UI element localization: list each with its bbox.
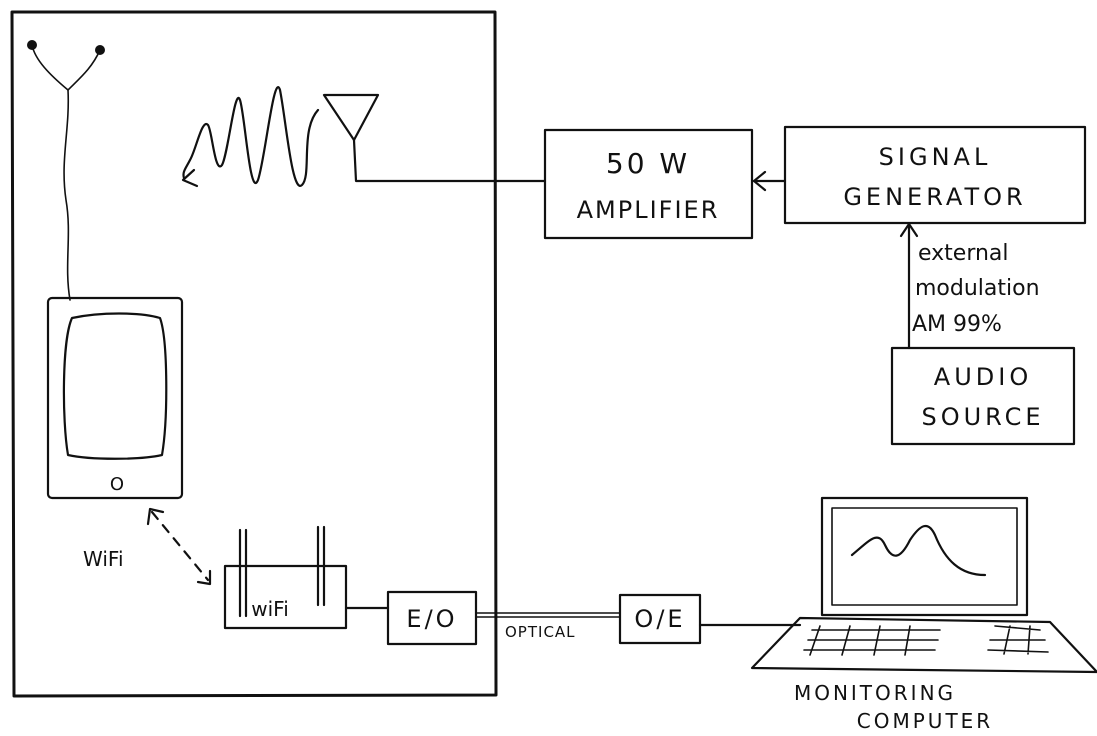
optical-fiber-line	[475, 612, 621, 618]
phone-home-button: O	[110, 474, 124, 495]
enclosure-box	[10, 10, 498, 698]
eo-converter-box: E/O	[386, 590, 478, 646]
audio-source-line1: AUDIO	[934, 363, 1032, 391]
modulation-note-line2: modulation	[915, 276, 1040, 301]
computer-label-line2: COMPUTER	[857, 709, 993, 733]
wifi-label: WiFi	[83, 547, 124, 571]
signal-generator-line2: GENERATOR	[843, 183, 1026, 211]
wave-arrowhead-icon	[181, 168, 199, 188]
router-antenna-right	[316, 525, 326, 607]
modulation-note-line3: AM 99%	[912, 312, 1002, 337]
router-antenna-left	[238, 528, 248, 618]
oe-converter-box: O/E	[618, 593, 702, 645]
wifi-link-dashed	[150, 510, 210, 582]
modulation-note-line1: external	[918, 241, 1009, 266]
signal-generator-box: SIGNAL GENERATOR	[783, 125, 1087, 225]
signal-generator-line1: SIGNAL	[879, 143, 992, 171]
audio-source-box: AUDIO SOURCE	[890, 346, 1076, 446]
amplifier-line1: 50 W	[606, 147, 690, 180]
wifi-router-box: wiFi	[223, 525, 348, 630]
wifi-link-arrowhead-bottom	[196, 569, 212, 586]
oe-label: O/E	[634, 605, 685, 633]
keyboard-grid	[803, 625, 1049, 656]
eo-label: E/O	[406, 605, 457, 633]
audio-source-line2: SOURCE	[921, 403, 1044, 431]
amplifier-line2: AMPLIFIER	[577, 196, 720, 224]
earphones-icon	[27, 40, 105, 301]
screen-graph-line	[850, 524, 987, 577]
optical-label: OPTICAL	[505, 623, 576, 641]
radiated-wave-icon	[182, 86, 320, 187]
computer-label-line1: MONITORING	[794, 681, 956, 705]
laptop-icon	[750, 496, 1097, 674]
horn-antenna-icon	[322, 93, 547, 183]
generator-to-amplifier-arrowhead	[752, 170, 767, 192]
router-label: wiFi	[251, 597, 289, 621]
amplifier-box: 50 W AMPLIFIER	[543, 128, 754, 240]
audio-to-generator-arrowhead	[899, 222, 919, 238]
phone-icon: O	[46, 296, 184, 500]
wifi-link-arrowhead-top	[146, 507, 165, 526]
